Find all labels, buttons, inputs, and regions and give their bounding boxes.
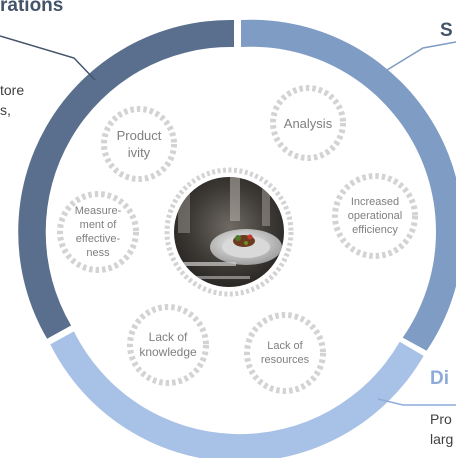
bubble-measurement-label: Measure- ment of effective- ness	[74, 205, 122, 259]
left-panel-line1: tore	[0, 82, 25, 98]
bottom-panel-line1: Pro	[430, 411, 452, 427]
bubble-lack-of-resources-label: Lack of resources	[260, 340, 310, 366]
bubble-lack-of-knowledge-label: Lack of knowledge	[139, 330, 197, 359]
bubble-productivity	[101, 106, 177, 182]
bubble-efficiency-label: Increased operational efficiency	[347, 196, 403, 236]
bottom-panel-heading: Di	[430, 368, 449, 389]
connector-bottom	[377, 398, 456, 406]
ring-segment-di	[50, 331, 424, 458]
bubble-measurement	[57, 191, 139, 273]
center-dotted-ring	[164, 167, 294, 297]
ring-segment-operations	[18, 19, 234, 339]
ring-segment-s	[241, 19, 456, 351]
right-panel-heading: S	[440, 20, 453, 41]
connector-left	[0, 35, 96, 81]
left-panel-line2: s,	[0, 102, 11, 118]
bubble-analysis	[270, 85, 346, 161]
bubble-analysis-label: Analysis	[283, 115, 333, 131]
bubble-lack-of-knowledge	[127, 304, 209, 386]
connector-right	[386, 41, 456, 71]
bubble-efficiency	[332, 173, 418, 259]
bubble-productivity-label: Product ivity	[116, 128, 162, 160]
bottom-panel-line2: larg	[430, 431, 454, 447]
bubble-lack-of-resources	[244, 312, 326, 394]
left-panel-heading: rations	[0, 0, 64, 16]
restaurant-plate-photo-icon	[174, 177, 284, 287]
